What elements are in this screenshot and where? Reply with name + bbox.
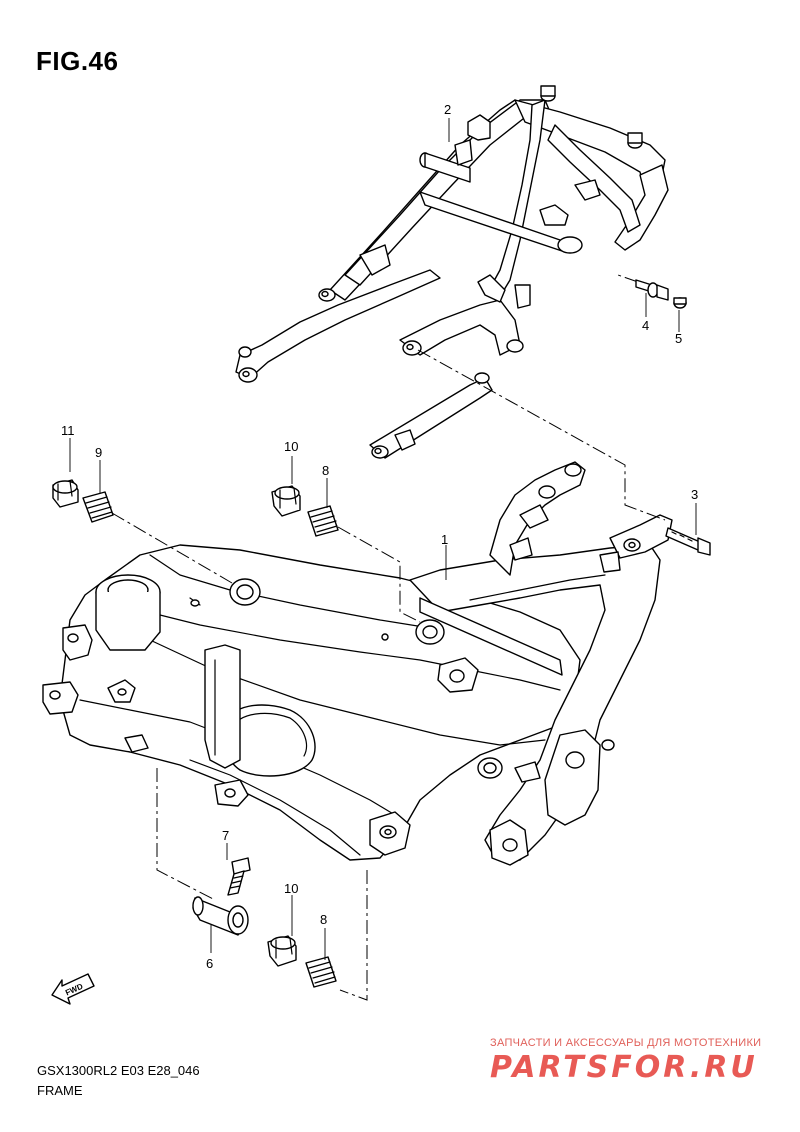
main-frame[interactable] xyxy=(42,461,673,866)
callout-3: 3 xyxy=(691,487,698,502)
callout-labels: 1 2 3 4 5 6 7 8 8 9 10 10 11 xyxy=(61,102,698,971)
callout-7: 7 xyxy=(222,828,229,843)
model-code: GSX1300RL2 E03 E28_046 xyxy=(37,1063,200,1078)
seat-rail-assembly[interactable] xyxy=(235,85,669,459)
cap-part-10-upper[interactable] xyxy=(271,485,301,517)
callout-10-lower: 10 xyxy=(284,881,298,896)
callout-5: 5 xyxy=(675,331,682,346)
bolt-part-7[interactable] xyxy=(227,857,251,896)
adjuster-part-8-lower[interactable] xyxy=(305,956,337,988)
callout-2: 2 xyxy=(444,102,451,117)
fwd-arrow-icon: FWD xyxy=(51,973,95,1005)
assembly-guide-lines xyxy=(111,274,666,1001)
cap-part-10-lower[interactable] xyxy=(267,935,297,967)
callout-1: 1 xyxy=(441,532,448,547)
watermark-tagline: ЗАПЧАСТИ И АКСЕССУАРЫ ДЛЯ МОТОТЕХНИКИ xyxy=(490,1037,762,1049)
callout-8-lower: 8 xyxy=(320,912,327,927)
cap-part-11[interactable] xyxy=(52,479,79,508)
callout-4: 4 xyxy=(642,318,649,333)
callout-6: 6 xyxy=(206,956,213,971)
cap-part-5[interactable] xyxy=(673,297,687,309)
figure-title: FIG.46 xyxy=(36,46,119,76)
bolt-part-4[interactable] xyxy=(635,279,669,301)
adjuster-part-9[interactable] xyxy=(82,491,114,523)
watermark-logo: PARTSFOR.RU xyxy=(490,1050,758,1085)
callout-10-upper: 10 xyxy=(284,439,298,454)
callout-leaders xyxy=(69,118,697,960)
section-name: FRAME xyxy=(37,1083,83,1098)
callout-8-upper: 8 xyxy=(322,463,329,478)
adjuster-part-8-upper[interactable] xyxy=(307,505,339,537)
callout-11: 11 xyxy=(61,423,75,438)
bolt-part-3[interactable] xyxy=(665,527,711,556)
collar-part-6[interactable] xyxy=(192,896,249,936)
callout-9: 9 xyxy=(95,445,102,460)
